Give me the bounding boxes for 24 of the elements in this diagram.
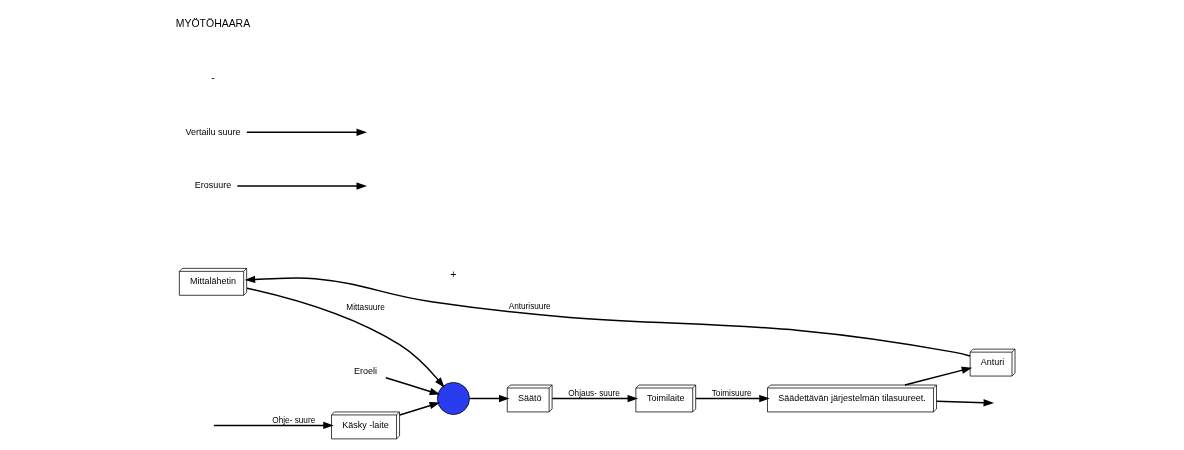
node-text: Erosuure (194, 180, 231, 191)
label: MYÖTÖHAARA (175, 18, 250, 30)
arrow (212, 421, 334, 430)
arrow (245, 128, 367, 136)
node-text: Eroeli (353, 365, 377, 376)
edge-label: Ohjaus- suure (567, 389, 620, 399)
edge-label: Mittasuure (345, 303, 385, 313)
edge-label: Ohje- suure (271, 416, 315, 426)
arrow (398, 402, 440, 416)
arrow (384, 376, 440, 395)
arrow (551, 394, 638, 403)
arrow (935, 399, 994, 407)
edge-label: Toimisuure (711, 389, 751, 399)
arrow (903, 366, 972, 386)
node-circle (436, 382, 470, 415)
node-text: Vertailu suure (185, 126, 240, 137)
arrow (694, 394, 770, 403)
arrow (245, 287, 445, 388)
arrow (468, 394, 509, 403)
edge-label: Anturisuure (508, 302, 551, 312)
label: + (449, 268, 456, 280)
label: - (210, 72, 215, 84)
arrow (236, 182, 367, 190)
arrow (244, 275, 971, 357)
